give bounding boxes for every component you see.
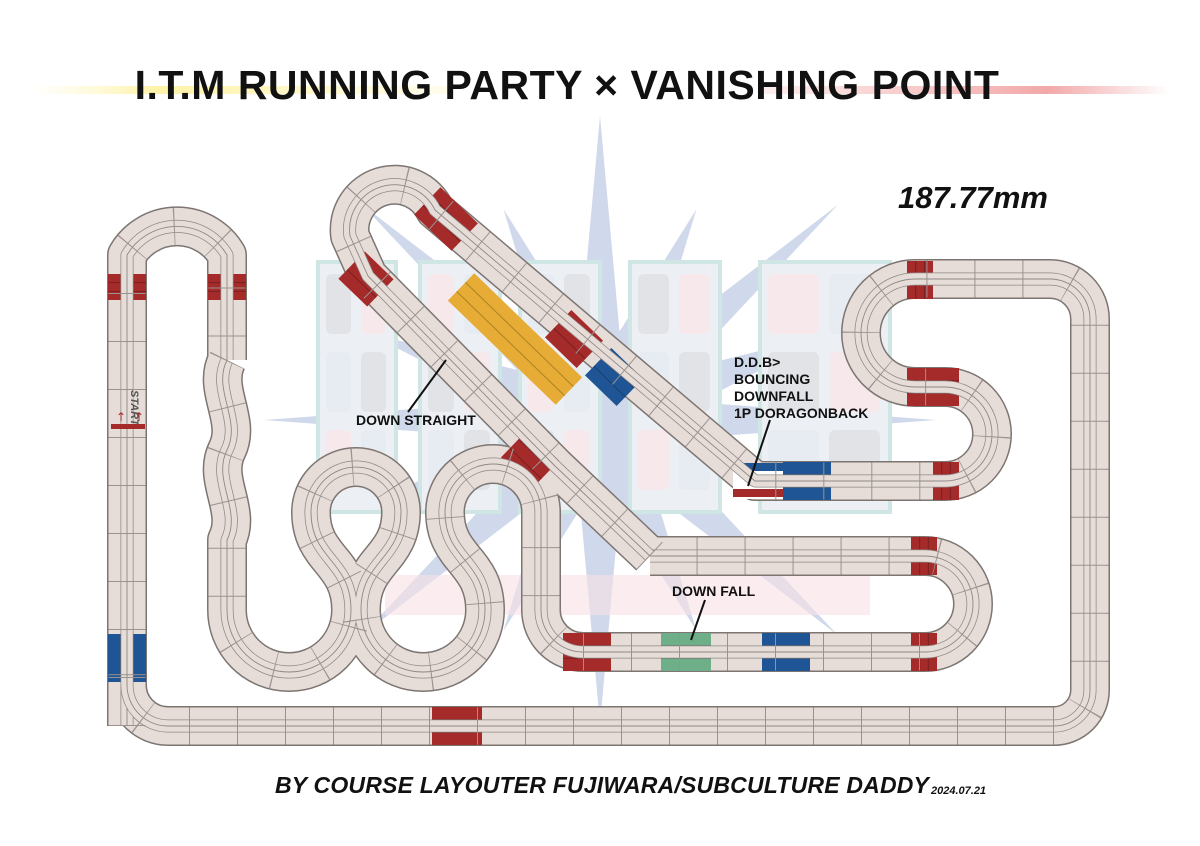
mosaic-tile [768, 274, 819, 334]
mosaic-tile [638, 430, 669, 490]
katakana-banner [385, 575, 870, 615]
mosaic-tile [361, 352, 386, 412]
ddb-section-blue [733, 463, 783, 471]
down-fall-label: DOWN FALL [672, 583, 756, 599]
lane-divider-center [222, 359, 584, 673]
ddb-label: D.D.B> BOUNCING DOWNFALL 1P DORAGONBACK [734, 354, 868, 422]
down-fall-pointer [690, 599, 706, 641]
lane-divider-center [126, 226, 228, 726]
lane-divider-center [583, 555, 974, 653]
mosaic-tile [768, 352, 819, 412]
svg-text:↑: ↑ [134, 410, 144, 424]
mosaic-tile [638, 274, 669, 334]
date-stamp: 2024.07.21 [931, 785, 987, 797]
mosaic-tile [679, 274, 710, 334]
ddb-label-line2: BOUNCING [734, 371, 811, 387]
title-band-left [30, 86, 450, 94]
ddb-pointer [747, 419, 771, 487]
start-text: START [128, 390, 140, 427]
ddb-label-line1: D.D.B> [734, 354, 781, 370]
mosaic-tile [326, 274, 351, 334]
down-straight-pointer [407, 359, 447, 413]
svg-text:↑: ↑ [116, 410, 126, 424]
down-straight-label: DOWN STRAIGHT [356, 412, 476, 428]
ddb-section-red [733, 489, 783, 497]
credit-line: BY COURSE LAYOUTER FUJIWARA/SUBCULTURE D… [275, 772, 930, 798]
title-band-right [760, 86, 1170, 94]
ddb-label-line4: 1P DORAGONBACK [734, 405, 869, 421]
lane-divider-center [126, 660, 1054, 727]
ddb-label-line3: DOWNFALL [734, 388, 814, 404]
track-lanes [108, 166, 1109, 745]
page-title: I.T.M RUNNING PARTY × VANISHING POINT [134, 62, 1000, 108]
mosaic-tile [326, 352, 351, 412]
start-marker: START ↑ ↑ [111, 390, 145, 429]
yellow-section [447, 273, 583, 405]
course-length: 187.77mm [898, 180, 1048, 215]
track-joints [331, 166, 1109, 745]
